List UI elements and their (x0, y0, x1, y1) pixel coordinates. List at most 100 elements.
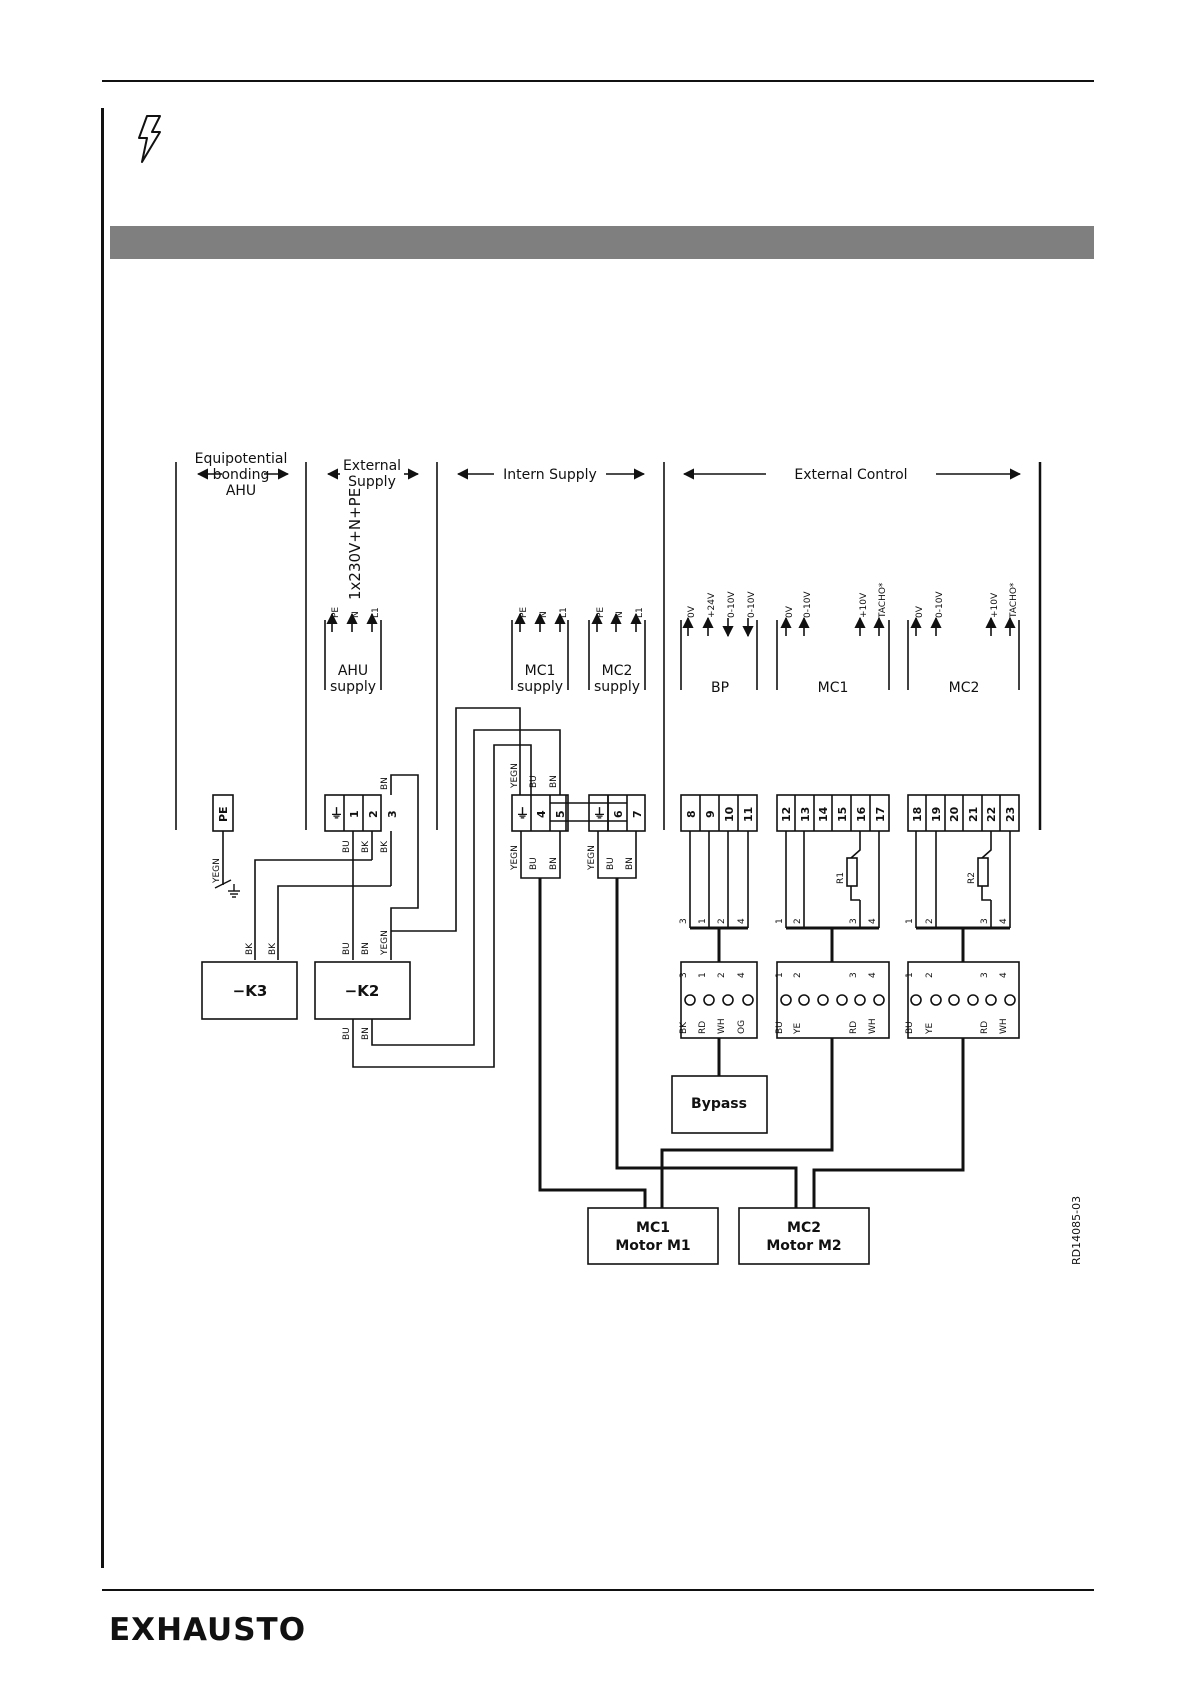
bp-conn-pin-4: 4 (737, 972, 747, 978)
mc1-n-signal: N (539, 611, 549, 618)
bp-bk-wire: BK (679, 1021, 689, 1034)
external-supply-label-1: External (343, 458, 401, 474)
k3-bk-wire-2: BK (268, 942, 278, 955)
mc1-group-label: MC1 (818, 680, 849, 696)
motor1-label-1: MC1 (636, 1220, 670, 1236)
terminal-21: 21 (967, 807, 980, 822)
terminal-13: 13 (799, 807, 812, 822)
bp-010v-signal-1: 0-10V (727, 591, 737, 618)
ahu-bk-wire-3: BK (380, 840, 390, 853)
motor1-label-2: Motor M1 (615, 1238, 690, 1254)
mc1-bu-ctrl: BU (775, 1021, 785, 1034)
left-margin-bar (101, 108, 104, 1568)
mc2-supply-label-1: MC2 (602, 663, 633, 679)
bp-pin-1: 1 (698, 918, 708, 924)
bottom-rule (102, 1589, 1094, 1591)
ahu-bn-top-wire: BN (380, 777, 390, 790)
mc1-yegn-bottom: YEGN (510, 845, 520, 871)
section-header-band (110, 226, 1094, 259)
mc1-bn-top: BN (549, 775, 559, 788)
bp-pin-3: 3 (679, 918, 689, 924)
mc2-pin-4: 4 (999, 918, 1009, 924)
terminal-14: 14 (817, 806, 830, 822)
mc1-conn-pin-2: 2 (793, 972, 803, 978)
terminal-16: 16 (855, 806, 868, 822)
mc2-010v-signal: 0-10V (935, 591, 945, 618)
k2-bn-wire: BN (361, 942, 371, 955)
mc2-group-label: MC2 (949, 680, 980, 696)
mc2-bu-bottom: BU (606, 857, 616, 870)
ahu-bu-wire: BU (342, 840, 352, 853)
k2-bu-wire: BU (342, 942, 352, 955)
mc1-010v-signal: 0-10V (803, 591, 813, 618)
mc2-conn-pin-2: 2 (925, 972, 935, 978)
mc1-tacho-signal: TACHO* (878, 582, 888, 619)
terminal-17: 17 (874, 807, 887, 822)
mc2-pe-signal: PE (596, 607, 606, 618)
terminal-7: 7 (631, 810, 644, 818)
mc1-conn-pin-4: 4 (868, 972, 878, 978)
mc1-pe-signal: PE (519, 607, 529, 618)
ahu-l1-signal: L1 (371, 607, 381, 618)
terminal-10: 10 (723, 806, 736, 822)
pe-wire-yegn: YEGN (212, 858, 222, 884)
bypass-label: Bypass (691, 1096, 747, 1112)
bp-conn-pin-1: 1 (698, 972, 708, 978)
resistor-r2: R2 (967, 872, 977, 884)
mc2-ye-ctrl: YE (925, 1023, 935, 1035)
mc1-supply-label-1: MC1 (525, 663, 556, 679)
mc1-pin-1: 1 (775, 918, 785, 924)
mc2-0v-signal: 0V (915, 605, 925, 618)
mc1-supply-label-2: supply (517, 679, 563, 695)
terminal-5: 5 (554, 810, 567, 818)
mc2-conn-pin-4: 4 (999, 972, 1009, 978)
k2-bn-wire-bottom: BN (361, 1027, 371, 1040)
top-rule (102, 80, 1094, 82)
mc1-10v-signal: +10V (859, 592, 869, 618)
external-control-label: External Control (794, 467, 907, 483)
motor2-label-2: Motor M2 (766, 1238, 841, 1254)
mc1-conn-pin-1: 1 (775, 972, 785, 978)
mc1-bu-bottom: BU (529, 857, 539, 870)
ahu-bk-wire-2: BK (361, 840, 371, 853)
k2-yegn-wire: YEGN (380, 930, 390, 956)
terminal-pe: PE (217, 806, 230, 822)
bp-pin-4: 4 (737, 918, 747, 924)
bp-conn-pin-2: 2 (717, 972, 727, 978)
mc1-pin-4: 4 (868, 918, 878, 924)
mc2-wh-ctrl: WH (999, 1018, 1009, 1034)
exhausto-logo: EXHAUSTO (109, 1612, 307, 1648)
resistor-r1: R1 (836, 872, 846, 884)
terminal-12: 12 (780, 807, 793, 822)
bp-group-label: BP (711, 680, 729, 696)
bp-rd-wire: RD (698, 1021, 708, 1034)
ahu-n-signal: N (351, 611, 361, 618)
bp-wh-wire: WH (717, 1018, 727, 1034)
terminal-20: 20 (948, 806, 961, 822)
mc1-bn-bottom: BN (549, 857, 559, 870)
bp-pin-2: 2 (717, 918, 727, 924)
terminal-2: 2 (367, 810, 380, 818)
bp-conn-pin-3: 3 (679, 972, 689, 978)
mc2-bn-bottom: BN (625, 857, 635, 870)
mc1-wh-ctrl: WH (868, 1018, 878, 1034)
mc1-pin-2: 2 (793, 918, 803, 924)
drawing-reference: RD14085-03 (1070, 1196, 1083, 1265)
mc2-pin-3: 3 (980, 918, 990, 924)
mc2-l1-signal: L1 (635, 607, 645, 618)
mc2-yegn-bottom: YEGN (587, 845, 597, 871)
terminal-6: 6 (612, 810, 625, 818)
mc2-supply-label-2: supply (594, 679, 640, 695)
bp-24v-signal: +24V (707, 592, 717, 618)
terminal-8: 8 (685, 810, 698, 818)
mc1-rd-ctrl: RD (849, 1021, 859, 1034)
ground-symbol: ⏚ (330, 807, 343, 822)
k2-bu-wire-bottom: BU (342, 1027, 352, 1040)
k3-label: −K3 (233, 982, 268, 1000)
mc2-pin-2: 2 (925, 918, 935, 924)
mc2-tacho-signal: TACHO* (1009, 582, 1019, 619)
lightning-warning-icon (138, 115, 161, 163)
mc2-conn-pin-3: 3 (980, 972, 990, 978)
external-supply-label-2: Supply (348, 474, 396, 490)
